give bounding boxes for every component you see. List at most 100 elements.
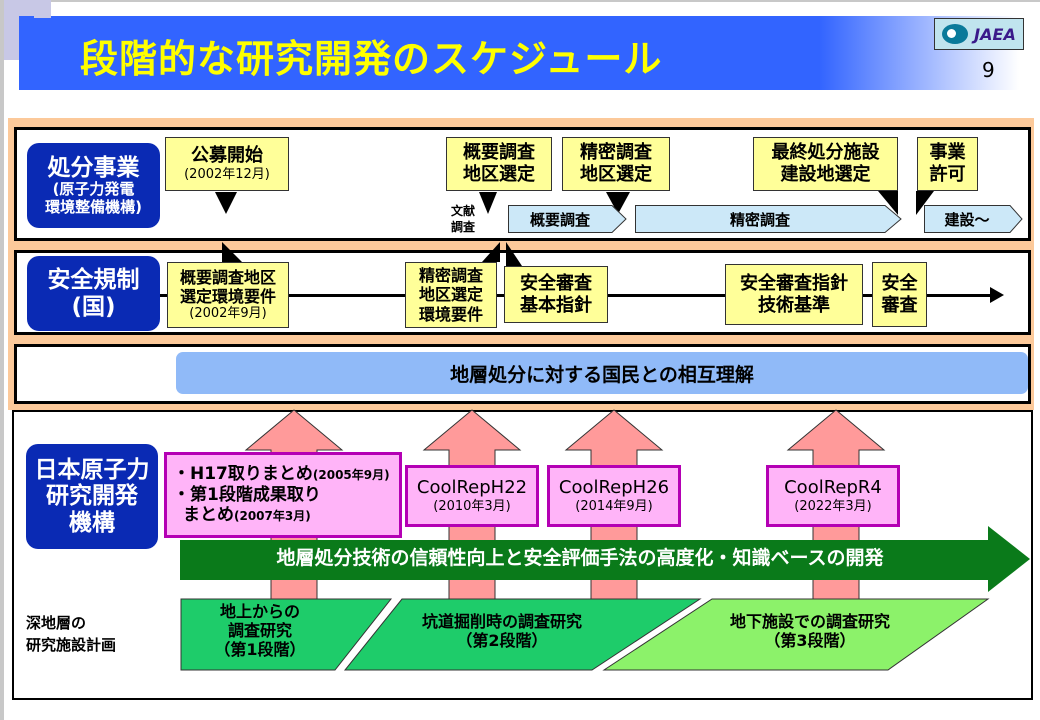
pointer-down-icon bbox=[916, 191, 934, 215]
report-date: (2010年3月) bbox=[433, 499, 511, 514]
milestone-basic-guidelines: 安全審査 基本指針 bbox=[504, 266, 608, 323]
milestone-text: 地区選定 bbox=[580, 164, 652, 185]
milestone-preliminary-requirements: 概要調査地区 選定環境要件 (2002年9月) bbox=[167, 262, 289, 328]
main-development-text: 地層処分技術の信頼性向上と安全評価手法の高度化・知識ベースの開発 bbox=[276, 547, 884, 569]
milestone-text: 事業 bbox=[929, 142, 966, 164]
report-text: ・第1段階成果取り bbox=[173, 484, 321, 505]
report-coolrep-h22: CoolRepH22 (2010年3月) bbox=[405, 465, 539, 527]
pointer-down-icon bbox=[878, 191, 898, 215]
label-main: 処分事業 bbox=[47, 155, 140, 182]
report-date: (2014年9月) bbox=[575, 499, 653, 514]
label-main: 日本原子力 bbox=[34, 456, 150, 483]
stage-2-shape bbox=[343, 598, 702, 671]
main-development-arrow bbox=[180, 526, 1030, 592]
pointer-up-icon bbox=[482, 242, 500, 262]
milestone-date: (2002年9月) bbox=[189, 306, 267, 322]
logo-text: JAEA bbox=[974, 24, 1016, 44]
eye-logo-icon bbox=[942, 24, 969, 44]
milestone-detailed-requirements: 精密調査 地区選定 環境要件 bbox=[405, 262, 497, 328]
report-coolrep-r4: CoolRepR4 (2022年3月) bbox=[766, 465, 900, 527]
report-text: CoolRepH22 bbox=[416, 477, 528, 499]
report-h17: ・H17取りまとめ(2005年9月) ・第1段階成果取り まとめ(2007年3月… bbox=[164, 452, 402, 538]
milestone-text: 精密調査 bbox=[580, 142, 652, 164]
stage-1-label: 地上からの 調査研究 （第1段階） bbox=[190, 602, 330, 660]
phase-detailed-survey bbox=[635, 205, 902, 233]
label-sub: (国) bbox=[71, 293, 116, 320]
label-main: 安全規制 bbox=[47, 267, 140, 294]
safety-regulation-label: 安全規制 (国) bbox=[27, 256, 160, 331]
report-date: (2007年3月) bbox=[234, 509, 311, 524]
milestone-date: (2002年12月) bbox=[184, 167, 270, 182]
label-sub: (原子力発電 bbox=[52, 180, 135, 199]
phase-construction bbox=[924, 205, 1023, 233]
stage-1-shape bbox=[180, 598, 393, 671]
pointer-down-icon bbox=[479, 192, 497, 214]
milestone-text: 精密調査 bbox=[418, 266, 483, 286]
pointer-up-icon bbox=[506, 242, 522, 266]
milestone-text: 選定環境要件 bbox=[179, 287, 276, 307]
stage-text: 調査研究 bbox=[227, 621, 292, 641]
milestone-text: 建設地選定 bbox=[780, 164, 871, 185]
milestone-text: 許可 bbox=[929, 164, 966, 185]
milestone-text: 安全審査指針 bbox=[740, 272, 848, 294]
stage-3-label: 地下施設での調査研究 （第3段階） bbox=[680, 612, 940, 650]
facility-label-text: 深地層の bbox=[26, 614, 87, 632]
milestone-text: 概要調査地区 bbox=[179, 268, 276, 288]
milestone-text: 基本指針 bbox=[520, 294, 592, 316]
page-number: 9 bbox=[982, 58, 995, 82]
literature-text: 調査 bbox=[451, 220, 476, 235]
decor-square bbox=[34, 0, 51, 18]
phase-label: 精密調査 bbox=[729, 211, 790, 229]
report-coolrep-h26: CoolRepH26 (2014年9月) bbox=[547, 465, 681, 527]
stage-text: 地上からの bbox=[219, 602, 300, 621]
jaea-logo: JAEA bbox=[934, 18, 1024, 50]
deep-facility-label: 深地層の 研究施設計画 bbox=[26, 613, 116, 657]
milestone-business-license: 事業 許可 bbox=[917, 137, 978, 191]
milestone-detailed-area: 精密調査 地区選定 bbox=[562, 137, 670, 191]
phase-label: 概要調査 bbox=[529, 211, 590, 229]
jaea-label: 日本原子力 研究開発 機構 bbox=[26, 444, 158, 549]
milestone-preliminary-area: 概要調査 地区選定 bbox=[446, 137, 552, 191]
milestone-text: 公募開始 bbox=[191, 145, 263, 167]
stage-text: （第3段階） bbox=[764, 631, 856, 651]
milestone-public-offering: 公募開始 (2002年12月) bbox=[165, 137, 289, 191]
report-text: まとめ bbox=[183, 505, 234, 526]
milestone-technical-standards: 安全審査指針 技術基準 bbox=[725, 264, 863, 325]
stage-text: （第2段階） bbox=[456, 631, 548, 651]
milestone-text: 安全 bbox=[881, 272, 918, 294]
page-title: 段階的な研究開発のスケジュール bbox=[80, 37, 663, 81]
report-text: ・H17取りまとめ bbox=[173, 464, 313, 485]
report-date: (2005年9月) bbox=[312, 468, 390, 483]
stage-2-label: 坑道掘削時の調査研究 （第2段階） bbox=[372, 612, 632, 650]
slide-border-left bbox=[0, 0, 4, 720]
pointer-down-icon bbox=[215, 192, 237, 214]
label-main: 研究開発 bbox=[46, 483, 138, 510]
milestone-text: 概要調査 bbox=[463, 142, 535, 164]
facility-label-text: 研究施設計画 bbox=[26, 635, 117, 654]
milestone-text: 審査 bbox=[881, 294, 918, 316]
report-date: (2022年3月) bbox=[794, 499, 872, 514]
milestone-text: 環境要件 bbox=[418, 304, 483, 324]
stages-graphic bbox=[180, 598, 990, 671]
report-text: CoolRepR4 bbox=[784, 477, 882, 499]
milestone-text: 最終処分施設 bbox=[771, 142, 880, 164]
milestone-text: 技術基準 bbox=[758, 294, 830, 316]
slide-border-top bbox=[0, 0, 1040, 2]
report-text: CoolRepH26 bbox=[558, 477, 670, 499]
stage-text: 地下施設での調査研究 bbox=[729, 612, 890, 631]
disposal-business-label: 処分事業 (原子力発電 環境整備機構) bbox=[27, 143, 160, 228]
stage-text: （第1段階） bbox=[214, 640, 306, 660]
milestone-safety-review: 安全 審査 bbox=[872, 262, 927, 327]
label-sub: 環境整備機構) bbox=[45, 197, 142, 216]
label-main: 機構 bbox=[69, 509, 115, 536]
stage-3-shape bbox=[602, 598, 990, 671]
literature-text: 文献 bbox=[451, 204, 476, 218]
arrow-right-icon bbox=[990, 287, 1004, 303]
milestone-text: 地区選定 bbox=[463, 164, 535, 185]
milestone-text: 地区選定 bbox=[418, 285, 483, 305]
milestone-final-site: 最終処分施設 建設地選定 bbox=[753, 137, 898, 191]
pointer-up-icon bbox=[222, 242, 242, 262]
phase-preliminary-survey bbox=[508, 205, 627, 233]
title-bar bbox=[19, 16, 1019, 90]
milestone-text: 安全審査 bbox=[520, 272, 592, 294]
